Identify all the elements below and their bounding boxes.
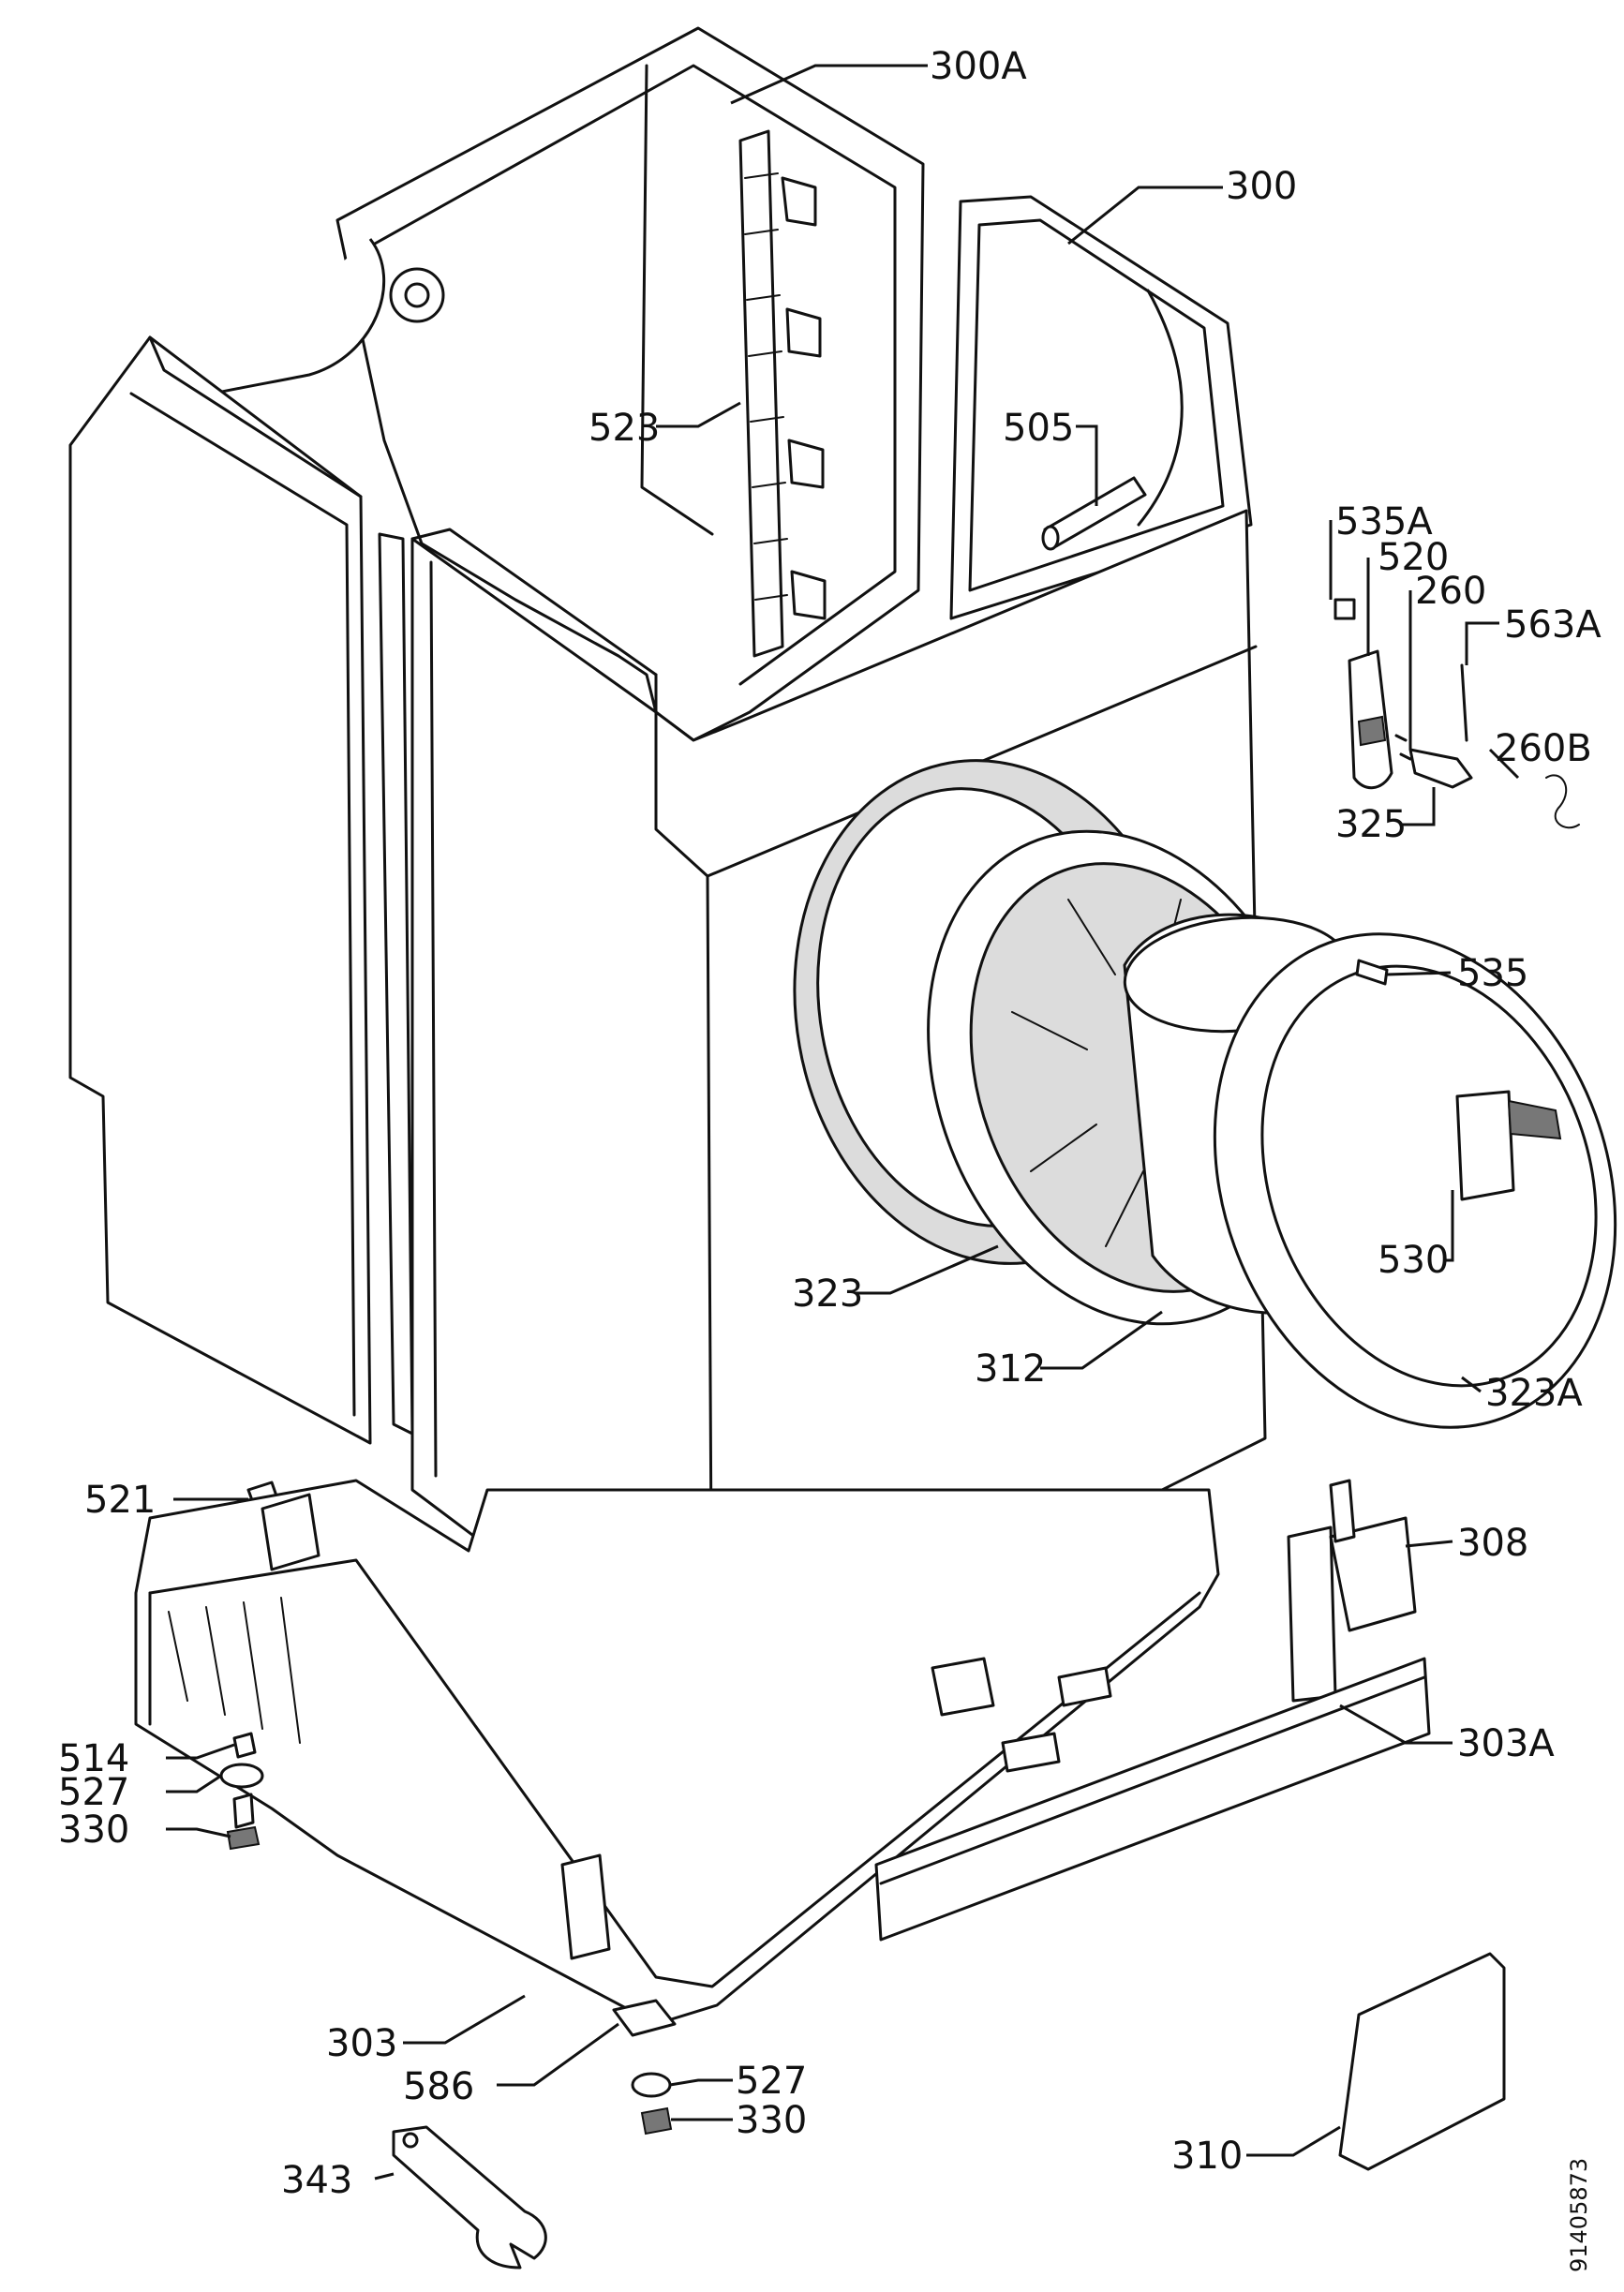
label-300: 300 <box>1226 165 1297 208</box>
label-330-right: 330 <box>736 2099 807 2142</box>
label-530: 530 <box>1378 1239 1449 1282</box>
label-303A: 303A <box>1457 1722 1555 1765</box>
label-586: 586 <box>403 2065 474 2108</box>
label-260B: 260B <box>1495 727 1592 770</box>
foot-assembly-right <box>612 1999 677 2136</box>
label-527-right: 527 <box>736 2060 807 2103</box>
label-563A: 563A <box>1504 603 1602 647</box>
hinge-pin-535 <box>1355 959 1389 986</box>
right-panel-300 <box>949 195 1253 620</box>
door-handle-530 <box>1455 1090 1562 1201</box>
label-527-left: 527 <box>58 1771 129 1814</box>
label-521: 521 <box>84 1479 156 1522</box>
label-303: 303 <box>326 2022 397 2065</box>
base-frame-303 <box>134 1479 1220 2026</box>
label-520: 520 <box>1378 536 1449 579</box>
rail-strip-523 <box>738 129 827 658</box>
left-side-panel <box>68 335 414 1445</box>
hinge-bracket-308 <box>1287 1479 1417 1703</box>
document-number: 91405873 <box>1566 2158 1592 2272</box>
front-door-323A <box>1213 932 1617 1429</box>
label-330-left: 330 <box>58 1808 129 1852</box>
label-300A: 300A <box>930 45 1027 88</box>
leader-lines <box>166 64 1520 2180</box>
label-323: 323 <box>792 1273 863 1316</box>
label-514: 514 <box>58 1737 129 1780</box>
label-343: 343 <box>281 2159 352 2202</box>
rod-505 <box>1041 476 1147 551</box>
label-310: 310 <box>1171 2135 1243 2178</box>
label-260: 260 <box>1415 570 1486 613</box>
foot-assembly-left <box>219 1732 264 1851</box>
label-523: 523 <box>589 407 660 450</box>
label-308: 308 <box>1457 1522 1528 1565</box>
label-325: 325 <box>1335 803 1407 846</box>
lock-assembly <box>1333 598 1580 829</box>
label-323A: 323A <box>1485 1372 1583 1415</box>
label-535A: 535A <box>1335 500 1433 543</box>
label-535: 535 <box>1457 952 1528 995</box>
service-cover-310 <box>1338 1952 1506 2171</box>
spanner-343 <box>392 2125 547 2270</box>
kick-plate-303A <box>874 1657 1431 1942</box>
label-312: 312 <box>975 1347 1046 1391</box>
label-505: 505 <box>1003 407 1074 450</box>
part-labels: 300A 300 523 505 535A 520 260 563A 260B … <box>58 45 1602 2202</box>
